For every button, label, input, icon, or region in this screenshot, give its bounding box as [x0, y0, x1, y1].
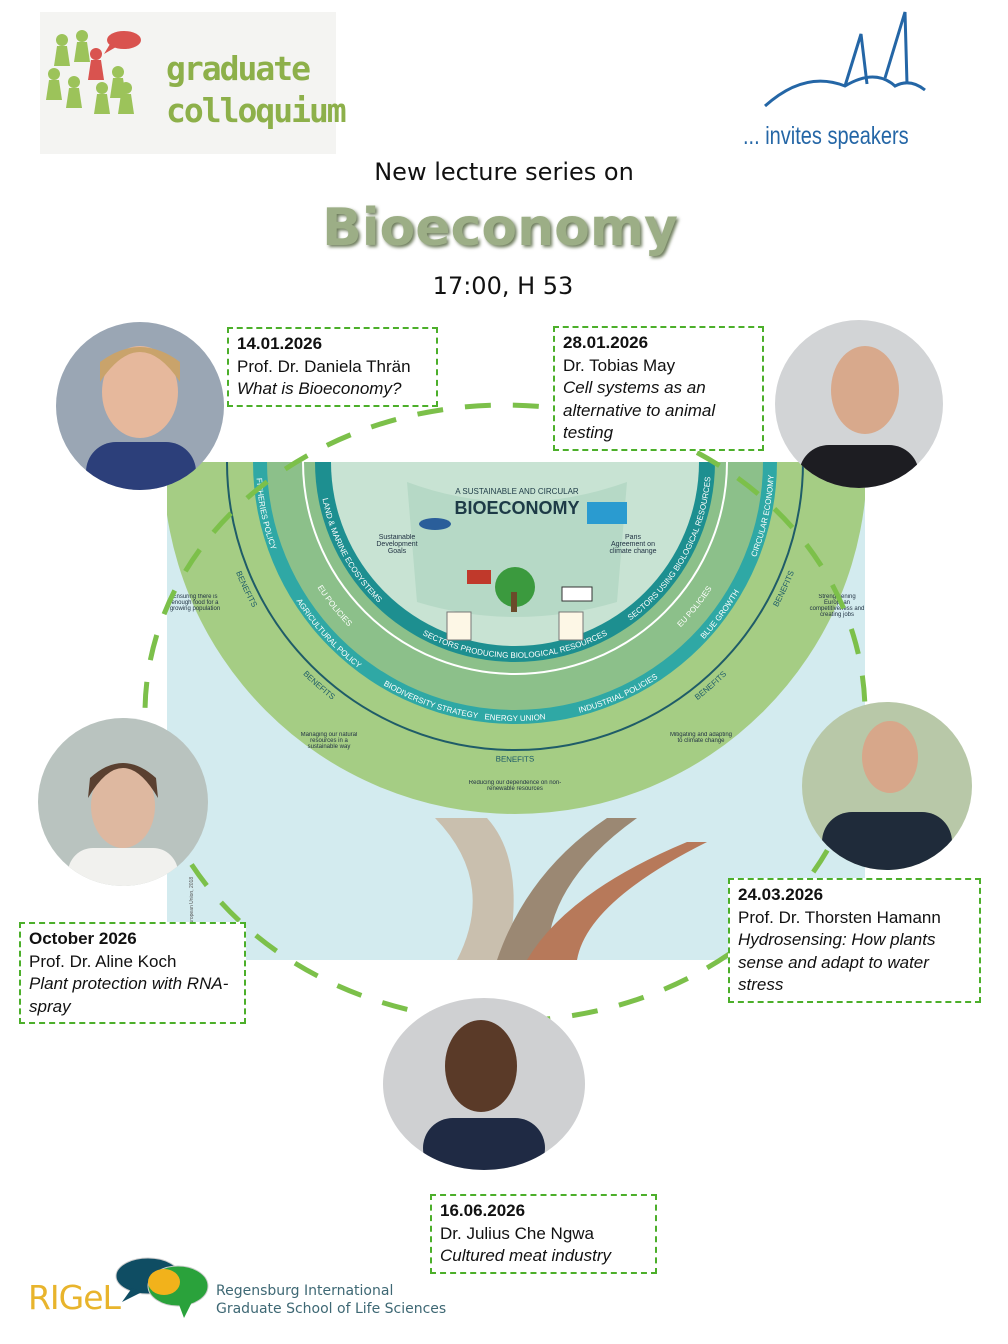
tree-icon — [495, 567, 535, 612]
logo-text-line: colloquium — [166, 91, 347, 130]
tree-root — [527, 842, 707, 960]
talk-title: Cultured meat industry — [440, 1246, 612, 1265]
speaker-date: 14.01.2026 — [237, 334, 323, 353]
people-icon — [46, 30, 141, 114]
copyright: © European Union, 2018 — [188, 877, 195, 932]
speaker-name: Prof. Dr. Aline Koch — [29, 951, 177, 971]
fish-icon — [419, 518, 451, 530]
speaker-card: 16.06.2026 Dr. Julius Che Ngwa Cultured … — [430, 1194, 657, 1274]
page-title: Bioeconomy — [322, 198, 678, 258]
factory-icon — [587, 502, 627, 524]
benefit-text: Reducing our dependence on non-renewable… — [468, 780, 562, 792]
svg-text:BENEFITS: BENEFITS — [495, 754, 534, 764]
speaker-name: Dr. Tobias May — [563, 355, 676, 375]
tree-trunk — [435, 818, 514, 960]
speaker-card: 28.01.2026 Dr. Tobias May Cell systems a… — [553, 326, 764, 451]
speaker-photo-thraen — [56, 322, 224, 490]
rigel-subtitle-line: Regensburg International — [216, 1283, 394, 1299]
speaker-date: 28.01.2026 — [563, 333, 649, 352]
svg-text:ENERGY UNION: ENERGY UNION — [484, 712, 546, 723]
speaker-card: October 2026 Prof. Dr. Aline Koch Plant … — [19, 922, 246, 1024]
time-place: 17:00, H 53 — [432, 272, 574, 300]
speaker-name: Dr. Julius Che Ngwa — [440, 1223, 595, 1243]
bridge-icon — [763, 11, 926, 108]
speaker-photo-koch — [38, 718, 208, 886]
rigel-subtitle-line: Graduate School of Life Sciences — [216, 1301, 447, 1317]
talk-title: Cell systems as an alternative to animal… — [563, 378, 716, 442]
invites-speakers-text: ... invites speakers — [743, 122, 909, 150]
speaker-date: 24.03.2026 — [738, 885, 824, 904]
speaker-name: Prof. Dr. Daniela Thrän — [237, 356, 411, 376]
rigel-name: RIGeL — [28, 1278, 121, 1317]
talk-title: Plant protection with RNA-spray — [29, 974, 229, 1016]
speaker-date: October 2026 — [29, 929, 137, 948]
speaker-card: 14.01.2026 Prof. Dr. Daniela Thrän What … — [227, 327, 438, 407]
benefit-text: Managing our natural resources in a sust… — [300, 732, 358, 750]
infographic-title: BIOECONOMY — [454, 498, 579, 518]
talk-title: Hydrosensing: How plants sense and adapt… — [738, 930, 936, 994]
tree-root — [497, 818, 637, 960]
rigel-logo: RIGeL Regensburg International Graduate … — [20, 1248, 446, 1328]
logo-text-line: graduate — [166, 49, 311, 88]
paris-label: Paris Agreement on climate change — [609, 534, 657, 555]
policy-label: ENERGY UNION — [484, 712, 546, 723]
benefits-label: BENEFITS — [495, 754, 534, 764]
speaker-photo-ngwa — [383, 998, 585, 1170]
bioeconomy-infographic: A SUSTAINABLE AND CIRCULAR BIOECONOMY LA… — [167, 462, 865, 960]
tractor-icon — [467, 570, 491, 584]
subtitle: New lecture series on — [374, 158, 634, 186]
speech-bubbles-icon — [115, 1257, 209, 1318]
speaker-photo-hamann — [802, 702, 972, 870]
speaker-card: 24.03.2026 Prof. Dr. Thorsten Hamann Hyd… — [728, 878, 981, 1003]
document-icon — [446, 611, 584, 641]
invites-speakers-logo: ... invites speakers — [735, 10, 935, 156]
benefit-text: Ensuring there is enough food for a grow… — [169, 594, 221, 612]
speaker-photo-may — [775, 320, 943, 488]
speaker-name: Prof. Dr. Thorsten Hamann — [738, 907, 941, 927]
talk-title: What is Bioeconomy? — [237, 379, 402, 398]
sdg-label: Sustainable Development Goals — [376, 534, 418, 555]
speaker-date: 16.06.2026 — [440, 1201, 526, 1220]
cow-icon — [561, 586, 593, 602]
benefit-text: Mitigating and adapting to climate chang… — [669, 732, 733, 744]
graduate-colloquium-logo: graduate colloquium — [40, 12, 347, 154]
infographic-kicker: A SUSTAINABLE AND CIRCULAR — [455, 487, 579, 496]
